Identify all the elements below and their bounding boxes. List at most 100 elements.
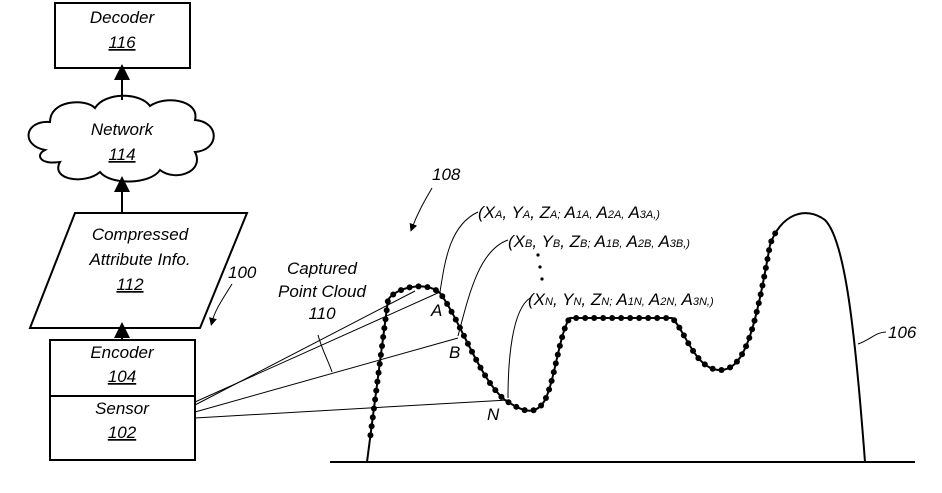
point-cloud-point bbox=[377, 351, 384, 358]
tuple-term: A bbox=[592, 203, 607, 222]
tuple-subscript: 1A, bbox=[576, 209, 593, 221]
point-cloud-point bbox=[755, 300, 762, 307]
point-cloud-point bbox=[368, 423, 375, 430]
point-cloud-point bbox=[444, 300, 451, 307]
point-cloud-point bbox=[761, 273, 768, 280]
point-cloud-point bbox=[486, 379, 493, 386]
tuple-a: (XA, YA, ZA; A1A, A2A, A3A,) bbox=[478, 203, 660, 222]
tuple-subscript: 1N, bbox=[628, 296, 645, 308]
tuple-term: A bbox=[612, 290, 627, 309]
point-cloud-ref: 108 bbox=[432, 165, 461, 184]
tuple-subscript: B bbox=[553, 238, 560, 250]
point-cloud-point bbox=[565, 317, 572, 324]
point-cloud-point bbox=[727, 364, 734, 371]
point-cloud-point bbox=[521, 407, 528, 414]
captured-leader bbox=[317, 334, 333, 373]
tuple-term: A bbox=[654, 232, 669, 251]
point-cloud-point bbox=[374, 378, 381, 385]
tuple-term: A bbox=[677, 290, 692, 309]
tuple-subscript: N bbox=[573, 296, 581, 308]
point-cloud-point bbox=[695, 355, 702, 362]
point-cloud-point bbox=[406, 284, 413, 291]
point-cloud-point bbox=[762, 264, 769, 271]
point-cloud-point bbox=[482, 372, 489, 379]
point-cloud-point bbox=[591, 315, 598, 321]
captured-line1: Captured bbox=[287, 259, 357, 278]
point-cloud-point bbox=[618, 315, 625, 321]
tuple-term: X bbox=[533, 290, 546, 309]
point-cloud-point bbox=[556, 342, 563, 349]
tuple-subscript: B; bbox=[580, 238, 590, 250]
point-cloud-point bbox=[424, 284, 431, 291]
point-cloud-point bbox=[582, 315, 589, 321]
point-cloud-point bbox=[384, 298, 391, 305]
point-cloud-point bbox=[552, 360, 559, 367]
system-ref-arrow bbox=[209, 283, 233, 326]
tuple-subscript: 3A,) bbox=[640, 209, 661, 221]
point-cloud-point bbox=[759, 282, 766, 289]
compressed-attribute-info: Compressed Attribute Info. 112 bbox=[28, 212, 249, 329]
leader-n bbox=[507, 297, 531, 399]
point-cloud-point bbox=[751, 317, 758, 324]
tuple-subscript: A bbox=[522, 209, 530, 221]
tuple-term: Y bbox=[507, 203, 524, 222]
point-cloud-point bbox=[376, 360, 383, 367]
point-cloud-dots bbox=[367, 230, 779, 439]
point-cloud-point bbox=[636, 315, 643, 321]
tuple-term: A bbox=[560, 203, 575, 222]
tuple-subscript: 3N,) bbox=[693, 296, 714, 308]
decoder-box: Decoder 116 bbox=[54, 2, 191, 69]
point-cloud-point bbox=[554, 351, 561, 358]
point-cloud-point bbox=[739, 351, 746, 358]
object-outline bbox=[366, 212, 866, 463]
point-cloud-point bbox=[498, 393, 505, 400]
tuple-subscript: 2N, bbox=[659, 296, 677, 308]
leader-a bbox=[439, 211, 479, 293]
point-cloud-point bbox=[733, 358, 740, 365]
point-cloud-point bbox=[680, 332, 687, 339]
network-cloud: Network 114 bbox=[27, 94, 215, 183]
sensor-ref: 102 bbox=[108, 423, 137, 442]
object-ref: 106 bbox=[888, 323, 917, 342]
tuple-term: Z bbox=[586, 290, 602, 309]
tuple-b: (XB, YB, ZB; A1B, A2B, A3B,) bbox=[508, 232, 690, 251]
point-b-label: B bbox=[449, 343, 460, 362]
point-cloud-point bbox=[381, 325, 388, 332]
point-cloud-point bbox=[372, 396, 379, 403]
point-cloud-point bbox=[370, 405, 377, 412]
decoder-label: Decoder bbox=[90, 8, 156, 27]
point-cloud-point bbox=[764, 255, 771, 262]
tuple-subscript: N bbox=[545, 296, 553, 308]
point-cloud-point bbox=[513, 403, 520, 410]
encoder-ref: 104 bbox=[108, 367, 136, 386]
tuple-subscript: A bbox=[494, 209, 502, 221]
point-cloud-point bbox=[627, 315, 634, 321]
point-cloud-point bbox=[477, 364, 484, 371]
point-cloud-point bbox=[561, 325, 568, 332]
tuple-n: (XN, YN, ZN; A1N, A2N, A3N,) bbox=[528, 290, 714, 309]
tuple-term: Z bbox=[535, 203, 551, 222]
tuple-term: A bbox=[624, 203, 639, 222]
point-cloud-point bbox=[685, 340, 692, 347]
point-cloud-point bbox=[600, 315, 607, 321]
point-cloud-point bbox=[718, 366, 725, 373]
point-cloud-point bbox=[749, 326, 756, 333]
point-cloud-ref-arrow bbox=[409, 187, 433, 232]
point-cloud-point bbox=[390, 291, 397, 298]
point-cloud-point bbox=[369, 414, 376, 421]
point-cloud-point bbox=[772, 230, 779, 237]
ellipsis-dots bbox=[536, 253, 544, 281]
point-cloud-point bbox=[542, 394, 549, 401]
point-cloud-point bbox=[766, 247, 773, 254]
point-cloud-point bbox=[768, 238, 775, 245]
tuple-term: A bbox=[590, 232, 605, 251]
point-cloud-point bbox=[367, 432, 374, 439]
point-cloud-point bbox=[380, 334, 387, 341]
point-cloud-point bbox=[663, 315, 670, 321]
tuple-subscript: B bbox=[525, 238, 532, 250]
compressed-line2: Attribute Info. bbox=[88, 250, 190, 269]
point-cloud-point bbox=[753, 308, 760, 315]
point-cloud-point bbox=[550, 369, 557, 376]
tuple-subscript: 2A, bbox=[607, 209, 625, 221]
